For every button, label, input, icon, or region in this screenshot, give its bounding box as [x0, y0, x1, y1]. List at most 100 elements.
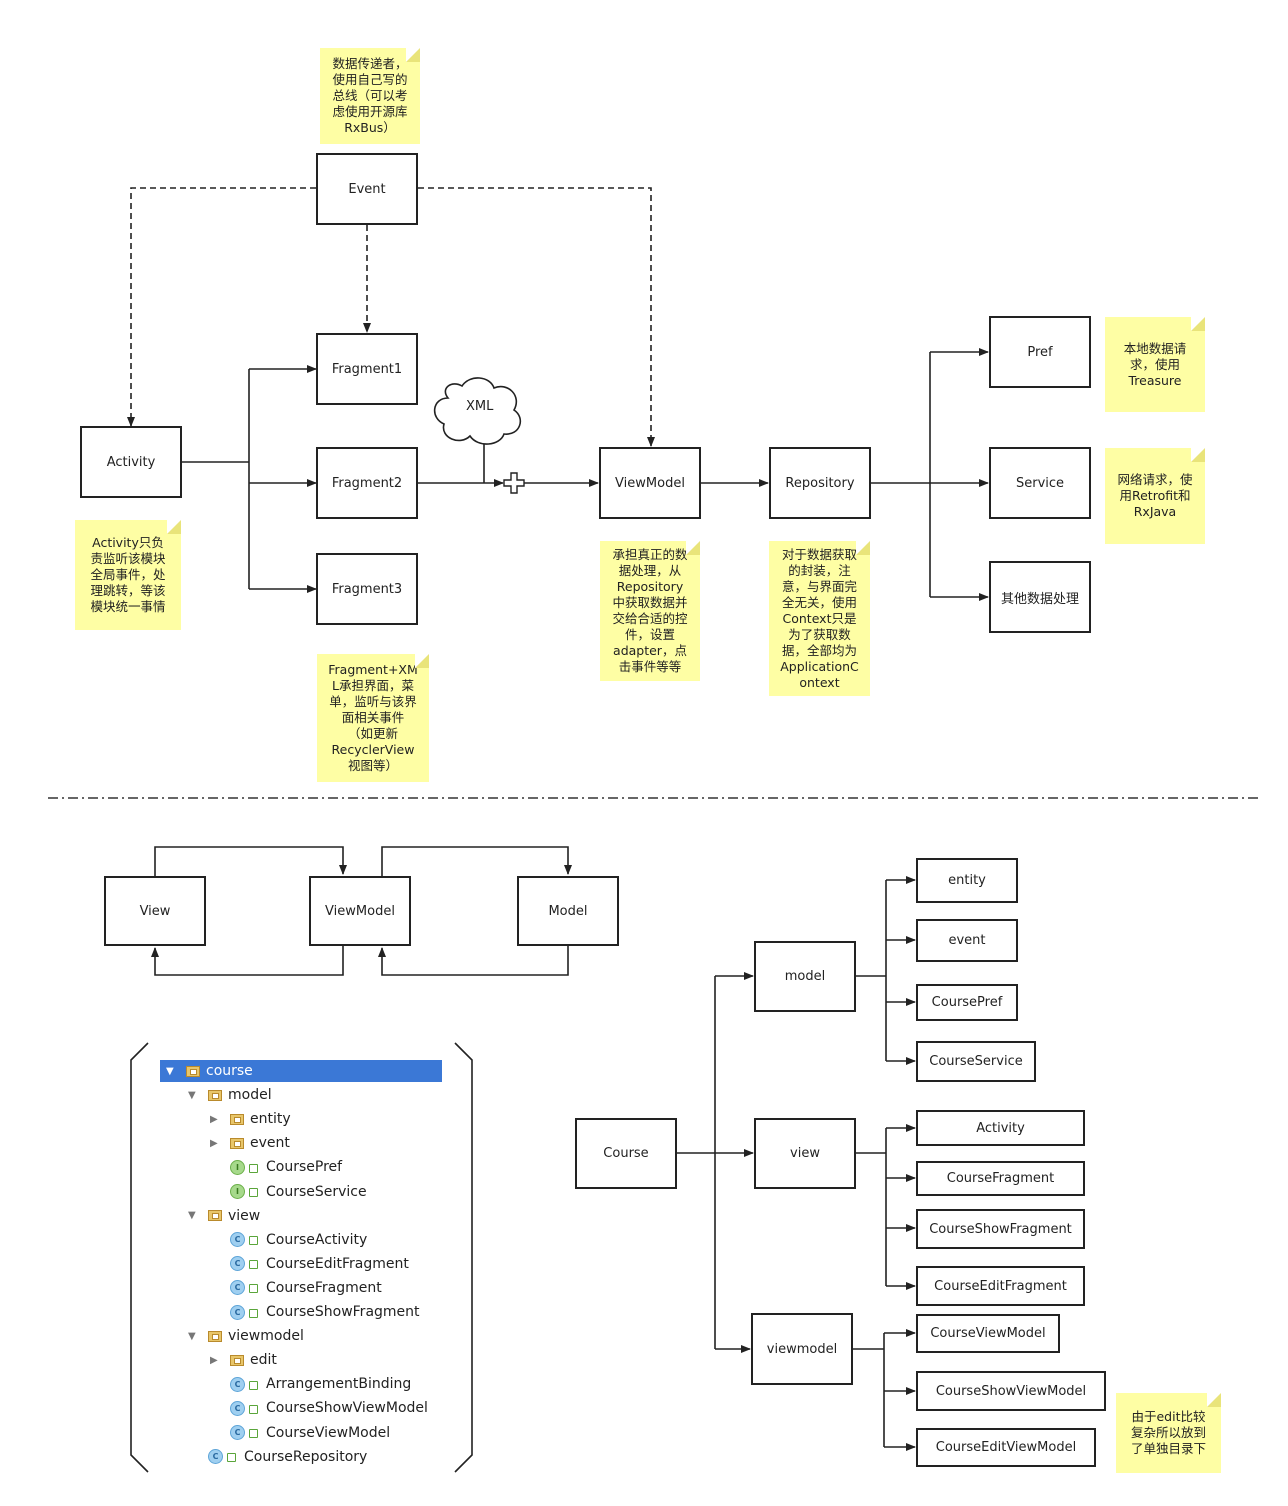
tree-row-label: entity — [250, 1111, 291, 1128]
tree-row-view[interactable]: ▼ view — [160, 1205, 260, 1227]
service-box: Service — [989, 447, 1091, 519]
pref-box: Pref — [989, 316, 1091, 388]
repository-box: Repository — [769, 447, 871, 519]
viewmodel-note: 承担真正的数 据处理，从 Repository 中获取数据并 交给合适的控 件，… — [600, 541, 700, 681]
event-note: 数据传递者， 使用自己写的 总线（可以考 虑使用开源库 RxBus） — [320, 48, 420, 144]
folder-icon — [186, 1065, 200, 1077]
viewmodel-box: ViewModel — [599, 447, 701, 519]
service-label: Service — [1015, 475, 1065, 491]
tree-row-entity[interactable]: ▶ entity — [160, 1108, 291, 1130]
expand-arrow-icon[interactable]: ▼ — [188, 1330, 196, 1342]
mvvm-viewmodel-box: ViewModel — [309, 876, 411, 946]
pkg-course-box: Course — [575, 1118, 677, 1189]
folder-icon — [230, 1137, 244, 1149]
pref-label: Pref — [1027, 344, 1053, 360]
tree-row-label: CoursePref — [266, 1159, 343, 1176]
pkg-view-item: CourseFragment — [916, 1161, 1085, 1196]
access-lock-icon — [249, 1380, 258, 1390]
expand-arrow-icon[interactable]: ▼ — [188, 1210, 196, 1222]
activity-box: Activity — [80, 426, 182, 498]
class-icon: C — [230, 1256, 245, 1272]
access-lock-icon — [249, 1404, 258, 1414]
folder-icon — [230, 1354, 244, 1366]
pkg-model-item: CourseService — [916, 1041, 1036, 1082]
event-label: Event — [348, 181, 386, 197]
expand-arrow-icon[interactable]: ▼ — [166, 1065, 174, 1077]
tree-row-courseactivity[interactable]: C CourseActivity — [160, 1229, 367, 1251]
tree-row-coursepref[interactable]: I CoursePref — [160, 1156, 342, 1178]
access-lock-icon — [249, 1284, 258, 1294]
pref-note-text: 本地数据请 求，使用 Treasure — [1123, 340, 1187, 388]
pkg-course-label: Course — [603, 1146, 649, 1161]
pkg-model-box: model — [754, 941, 856, 1012]
class-icon: C — [230, 1232, 245, 1248]
tree-row-label: CourseActivity — [266, 1231, 368, 1248]
pkg-model-item: event — [916, 919, 1018, 962]
pkg-viewmodel-label: viewmodel — [766, 1341, 838, 1357]
tree-row-label: CourseRepository — [244, 1448, 368, 1465]
other-data-label: 其他数据处理 — [1000, 591, 1079, 607]
pref-note: 本地数据请 求，使用 Treasure — [1105, 317, 1205, 412]
tree-row-viewmodel[interactable]: ▼ viewmodel — [160, 1325, 304, 1347]
access-lock-icon — [249, 1188, 258, 1197]
class-icon: C — [230, 1376, 245, 1392]
tree-row-label: CourseViewModel — [266, 1424, 391, 1441]
pkg-item-label: event — [948, 933, 986, 948]
access-lock-icon — [227, 1453, 236, 1463]
tree-row-label: view — [228, 1207, 261, 1224]
class-icon: C — [230, 1400, 245, 1416]
folder-icon — [230, 1113, 244, 1125]
event-note-text: 数据传递者， 使用自己写的 总线（可以考 虑使用开源库 RxBus） — [332, 56, 408, 135]
tree-row-event[interactable]: ▶ event — [160, 1132, 290, 1154]
edit-note-text: 由于edit比较 复杂所以放到 了单独目录下 — [1130, 1409, 1206, 1456]
pkg-item-label: CourseService — [929, 1054, 1023, 1069]
pkg-item-label: CoursePref — [931, 995, 1003, 1010]
fragment-note-text: Fragment+XM L承担界面，菜 单，监听与该界 面相关事件 （如更新 R… — [328, 662, 418, 773]
tree-row-courseviewmodel[interactable]: C CourseViewModel — [160, 1422, 390, 1444]
fragment2-box: Fragment2 — [316, 447, 418, 519]
access-lock-icon — [249, 1163, 258, 1173]
pkg-item-label: CourseViewModel — [930, 1326, 1046, 1341]
service-note-text: 网络请求，使 用Retrofit和 RxJava — [1117, 472, 1193, 519]
folder-icon — [208, 1089, 222, 1101]
repository-note-text: 对于数据获取 的封装，注 意，与界面完 全无关，使用 Context只是 为了获… — [780, 546, 859, 690]
pkg-model-label: model — [784, 969, 826, 984]
tree-row-label: viewmodel — [228, 1328, 304, 1345]
activity-label: Activity — [106, 454, 156, 470]
interface-icon: I — [230, 1159, 245, 1175]
expand-arrow-icon[interactable]: ▼ — [188, 1089, 196, 1101]
fragment2-label: Fragment2 — [331, 475, 403, 491]
tree-row-label: event — [250, 1135, 290, 1152]
class-icon: C — [230, 1304, 245, 1320]
tree-row-course[interactable]: ▼course — [160, 1060, 442, 1082]
fragment1-label: Fragment1 — [331, 361, 403, 377]
pkg-item-label: CourseEditViewModel — [935, 1440, 1077, 1455]
folder-icon — [208, 1330, 222, 1342]
fragment1-box: Fragment1 — [316, 333, 418, 405]
tree-row-label: CourseFragment — [266, 1279, 382, 1296]
pkg-view-box: view — [754, 1118, 856, 1189]
mvvm-viewmodel-label: ViewModel — [325, 903, 395, 919]
collapse-arrow-icon[interactable]: ▶ — [210, 1137, 218, 1149]
collapse-arrow-icon[interactable]: ▶ — [210, 1113, 218, 1125]
tree-row-model[interactable]: ▼model — [160, 1084, 272, 1106]
folder-icon — [208, 1210, 222, 1222]
pkg-item-label: entity — [948, 873, 986, 888]
class-icon: C — [230, 1425, 245, 1440]
fragment3-box: Fragment3 — [316, 553, 418, 625]
access-lock-icon — [249, 1236, 258, 1246]
pkg-viewmodel-item: CourseShowViewModel — [916, 1371, 1106, 1411]
activity-note-text: Activity只负 责监听该模块 全局事件，处 理跳转，等该 模块统一事情 — [90, 535, 166, 614]
pkg-item-label: CourseFragment — [946, 1171, 1055, 1186]
tree-row-edit[interactable]: ▶ edit — [160, 1349, 277, 1371]
tree-row-label: edit — [250, 1352, 277, 1369]
collapse-arrow-icon[interactable]: ▶ — [210, 1354, 218, 1366]
